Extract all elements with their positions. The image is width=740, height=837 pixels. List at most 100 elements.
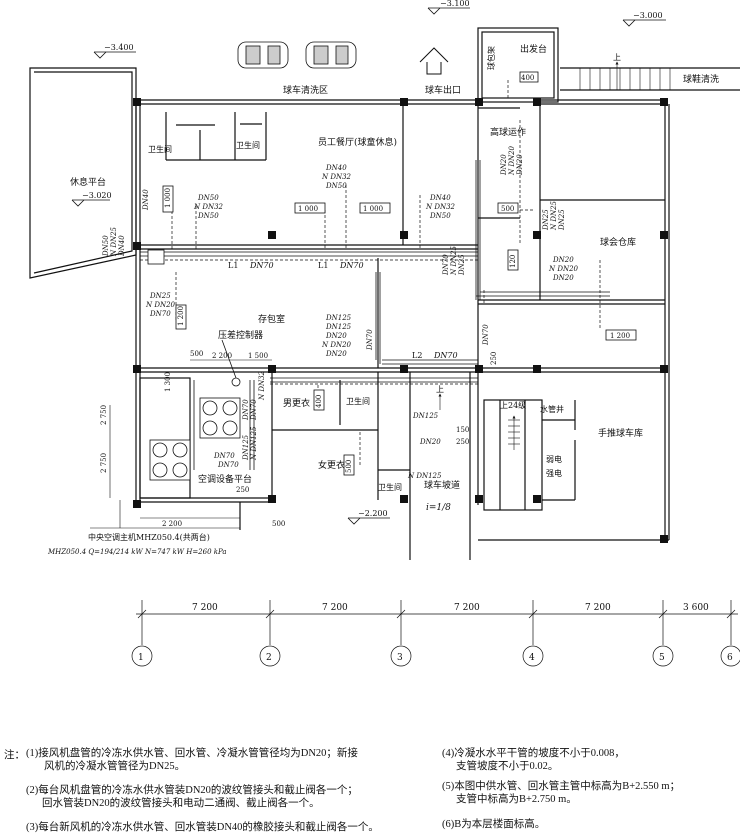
svg-text:N DN25: N DN25 [550,200,558,231]
fcu-label: 1 000 [298,205,318,213]
note-3: (3)每台新风机的冷冻水供水管、回水管装DN40的橡胶接头和截止阀各一个。 [26,822,379,833]
room-toilet: 卫生间 [346,396,370,406]
axis-label: 3 [397,653,403,663]
notes-heading: 注： [4,750,25,761]
svg-text:DN20: DN20 [552,274,574,282]
dim-2200: 2 200 [162,520,182,528]
level-bottom: −2.200 [358,509,388,518]
car-icon [305,41,357,69]
fcu-label: 1 000 [164,188,172,208]
chiller-label: 中央空调主机MHZ050.4(共两台) [88,532,210,542]
car-icon [237,41,289,69]
dim-500: 500 [190,350,203,358]
note-2b: 回水管装DN20的波纹管接头和电动二通阀、截止阀各一个。 [42,798,320,809]
pipe-labels: L1 DN70 L1 DN70 L2 DN70 DN50 N DN32 DN50… [102,145,579,480]
span-dim: 3 600 [683,603,709,613]
room-car-exit: 球车出口 [425,84,461,96]
room-car-wash: 球车清洗区 [283,84,328,96]
svg-text:N DN32: N DN32 [193,203,224,211]
room-golf-transfer: 高球运作 [490,126,526,138]
svg-text:N DN20: N DN20 [508,145,516,176]
fcu-label: 1 200 [610,332,630,340]
label-dn70: DN70 [249,261,274,270]
svg-text:DN70: DN70 [213,452,235,460]
room-toilet: 卫生间 [236,140,260,150]
fcu-label: 400 [521,74,534,82]
fcu-label: 500 [501,205,514,213]
note-5b: 支管中标高为B+2.750 m。 [456,794,577,805]
fcu-label: 120 [509,255,517,268]
axis-label: 1 [138,653,144,663]
svg-text:DN70: DN70 [149,310,171,318]
note-1b: 风机的冷凝水管管径为DN25。 [44,761,186,772]
note-6: (6)B为本层楼面标高。 [442,819,546,830]
note-2a: (2)每台风机盘管的冷冻水供水管装DN20的波纹管接头和截止阀各一个； [26,785,358,796]
svg-text:N DN32: N DN32 [425,203,456,211]
span-dim: 7 200 [585,603,611,613]
room-push-cart-store: 手推球车库 [598,427,643,439]
svg-text:DN125: DN125 [325,314,352,322]
fan-coil-units [147,71,637,476]
svg-text:DN50: DN50 [197,194,219,202]
dim-1500: 1 500 [248,352,268,360]
svg-text:DN50: DN50 [429,212,451,220]
room-strong-elec: 强电 [546,468,562,478]
label-dn70: DN70 [433,351,458,360]
room-departure: 出发台 [520,43,547,55]
room-shoe-wash: 球鞋清洗 [683,73,719,85]
svg-text:DN20: DN20 [325,350,347,358]
note-4b: 支管坡度不小于0.02。 [456,761,559,772]
room-weak-elec: 弱电 [546,454,562,464]
room-male-locker: 男更衣 [283,397,310,409]
chiller-leader [90,500,240,529]
svg-text:DN20: DN20 [516,154,524,176]
svg-text:N DN20: N DN20 [321,341,352,349]
label-diff-controller: 压差控制器 [218,329,263,341]
fcu-label: 400 [315,395,323,408]
room-water-well: 水管井 [540,404,564,414]
svg-text:DN50: DN50 [325,182,347,190]
svg-text:DN40: DN40 [325,164,347,172]
svg-text:N DN32: N DN32 [321,173,352,181]
chiller-spec: MHZ050.4 Q=194/214 kW N=747 kW H=260 kPa [47,548,227,556]
svg-text:DN125: DN125 [412,412,439,420]
room-female-locker: 女更衣 [318,459,345,471]
svg-text:DN125: DN125 [325,323,352,331]
chiller-units [149,397,241,481]
svg-text:DN40: DN40 [142,189,150,211]
axis-label: 4 [529,653,535,663]
svg-text:DN25: DN25 [542,209,550,231]
svg-text:N DN20: N DN20 [548,265,579,273]
svg-text:N DN125: N DN125 [250,426,258,461]
svg-text:N DN32: N DN32 [258,370,266,401]
label-l1: L1 [318,261,328,270]
span-dim: 7 200 [322,603,348,613]
svg-text:DN40: DN40 [118,235,126,257]
dim-2750: 2 750 [100,405,108,425]
columns [133,98,668,543]
svg-text:DN70: DN70 [482,324,490,346]
ramp-up: 上 [436,385,444,394]
walls [29,27,740,560]
level-left: −3.400 [104,43,134,52]
axis-dimension-line [131,600,740,667]
svg-text:N DN20: N DN20 [145,301,176,309]
svg-text:N DN25: N DN25 [450,245,458,276]
note-1a: (1)接风机盘管的冷冻水供水管、回水管、冷凝水管管径均为DN20；新接 [26,748,358,759]
svg-text:DN125: DN125 [242,434,250,461]
axis-label: 6 [727,653,733,663]
svg-text:DN70: DN70 [242,399,250,421]
fcu-label: 1 000 [363,205,383,213]
svg-text:DN25: DN25 [149,292,171,300]
room-ac-platform: 空调设备平台 [198,473,252,485]
label-l2: L2 [412,351,422,360]
supply-return-mains [140,160,610,470]
svg-text:DN25: DN25 [558,209,566,231]
dim-250: 250 [490,352,498,365]
svg-text:DN20: DN20 [419,438,441,446]
svg-text:DN25: DN25 [458,254,466,276]
svg-text:DN70: DN70 [366,329,374,351]
room-ball-store: 球会仓库 [600,236,636,248]
level-marks [71,7,666,525]
